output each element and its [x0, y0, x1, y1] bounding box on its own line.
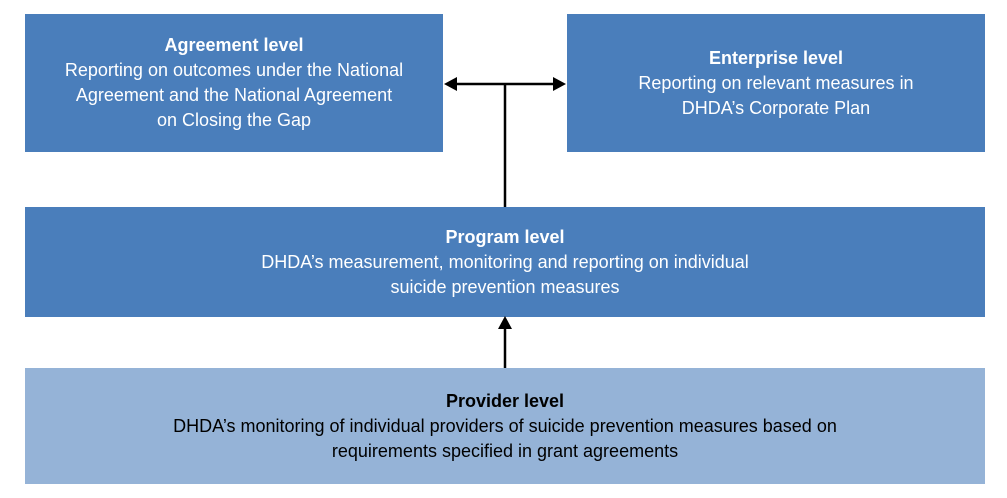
- agreement-level-body: Reporting on outcomes under the National…: [64, 60, 404, 130]
- provider-level-title: Provider level: [445, 390, 565, 411]
- enterprise-level-body: Reporting on relevant measures in DHDA’s…: [638, 72, 914, 118]
- agreement-level-box: Agreement level Reporting on outcomes un…: [25, 14, 443, 152]
- program-level-body: DHDA’s measurement, monitoring and repor…: [261, 251, 749, 297]
- provider-level-box: Provider level DHDA’s monitoring of indi…: [25, 368, 985, 484]
- enterprise-level-title: Enterprise level: [708, 47, 844, 68]
- program-level-box: Program level DHDA’s measurement, monito…: [25, 207, 985, 317]
- agreement-enterprise-double-arrow-icon: [444, 77, 566, 207]
- agreement-level-title: Agreement level: [164, 35, 304, 55]
- provider-to-program-arrow-icon: [498, 316, 512, 368]
- program-level-title: Program level: [445, 226, 565, 247]
- enterprise-level-box: Enterprise level Reporting on relevant m…: [567, 14, 985, 152]
- provider-level-body: DHDA’s monitoring of individual provider…: [173, 415, 837, 461]
